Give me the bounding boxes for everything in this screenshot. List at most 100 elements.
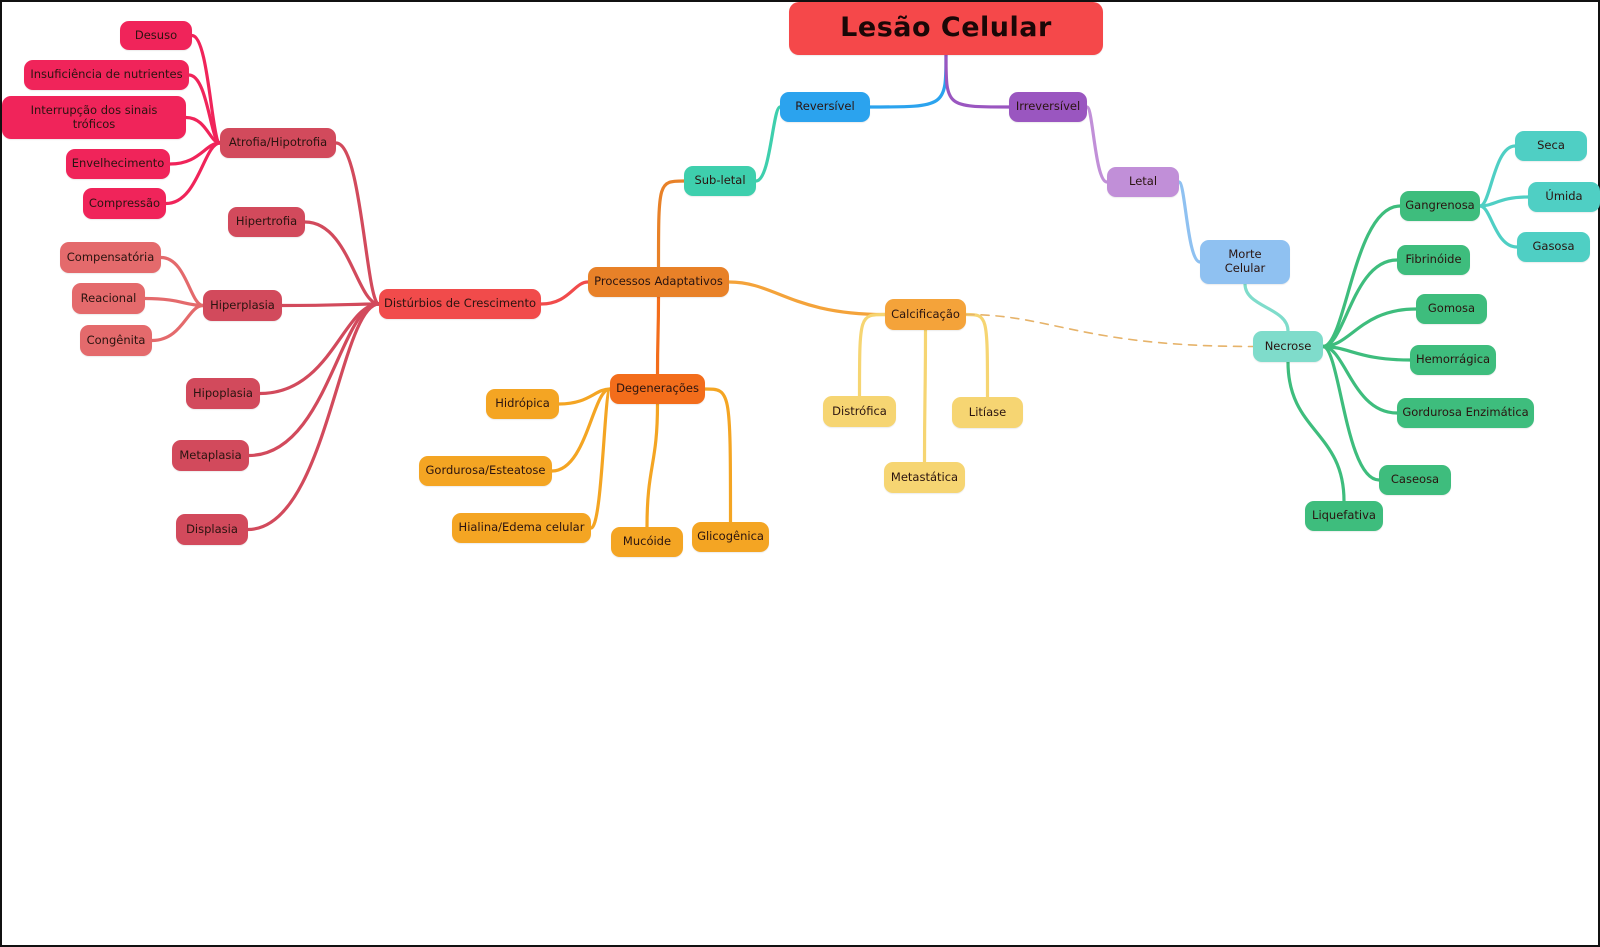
node-atrofia[interactable]: Atrofia/Hipotrofia	[220, 128, 336, 158]
edge-reversivel-subletal	[754, 105, 782, 183]
node-disturbios[interactable]: Distúrbios de Crescimento	[379, 289, 541, 319]
edge-necrose-fibrinoide	[1321, 258, 1399, 349]
node-label: Compressão	[88, 195, 161, 210]
edge-necrose-caseosa	[1321, 344, 1381, 482]
node-compensatoria[interactable]: Compensatória	[60, 242, 161, 273]
edge-processos-calcificacao	[727, 280, 887, 317]
node-hidropica[interactable]: Hidrópica	[486, 389, 559, 419]
node-subletal[interactable]: Sub-letal	[684, 166, 756, 196]
node-label: Displasia	[186, 521, 238, 536]
node-reversivel[interactable]: Reversível	[780, 92, 870, 122]
node-label: Gomosa	[1427, 301, 1476, 316]
node-root[interactable]: Lesão Celular	[789, 2, 1103, 55]
node-gasosa[interactable]: Gasosa	[1517, 232, 1590, 262]
node-label: Congênita	[86, 332, 146, 347]
node-label: Distrófica	[832, 403, 887, 418]
node-label: Metastática	[890, 469, 959, 484]
node-label: Calcificação	[891, 306, 960, 321]
node-glicogenica[interactable]: Glicogênica	[692, 522, 769, 552]
edge-disturbios-hiperplasia	[280, 302, 381, 308]
edge-necrose-liquefativa	[1286, 360, 1346, 503]
node-processos[interactable]: Processos Adaptativos	[588, 267, 729, 297]
node-label: Caseosa	[1390, 472, 1440, 487]
edge-subletal-processos	[656, 179, 686, 269]
node-label: Hialina/Edema celular	[458, 520, 585, 535]
node-liquefativa[interactable]: Liquefativa	[1305, 501, 1383, 531]
edge-morte-necrose	[1243, 282, 1290, 333]
edge-root-irreversivel	[944, 53, 1011, 109]
node-gordenz[interactable]: Gordurosa Enzimática	[1397, 398, 1534, 428]
edge-disturbios-atrofia	[334, 141, 381, 306]
node-seca[interactable]: Seca	[1515, 131, 1587, 161]
node-label: Atrofia/Hipotrofia	[228, 135, 328, 150]
node-interrupcao[interactable]: Interrupção dos sinais tróficos	[2, 96, 186, 139]
node-umida[interactable]: Úmida	[1528, 182, 1600, 212]
node-label: Hipoplasia	[193, 385, 253, 400]
edge-gangrenosa-seca	[1478, 144, 1517, 208]
edge-hiperplasia-congenita	[150, 303, 205, 343]
node-label: Úmida	[1545, 189, 1583, 204]
edge-degeneracoes-hialina	[589, 387, 612, 530]
node-envelhecimento[interactable]: Envelhecimento	[66, 149, 170, 179]
edge-calcificacao-distrofica	[857, 312, 887, 398]
edge-atrofia-compressao	[164, 141, 222, 206]
node-hialina[interactable]: Hialina/Edema celular	[452, 513, 591, 543]
node-label: Desuso	[134, 27, 178, 42]
node-gangrenosa[interactable]: Gangrenosa	[1400, 191, 1480, 221]
node-label: Processos Adaptativos	[594, 274, 723, 289]
node-label: Seca	[1537, 138, 1565, 153]
node-mucoide[interactable]: Mucóide	[611, 527, 683, 557]
node-congenita[interactable]: Congênita	[80, 325, 152, 356]
node-insuficiencia[interactable]: Insuficiência de nutrientes	[24, 60, 189, 90]
node-fibrinoide[interactable]: Fibrinóide	[1397, 245, 1470, 275]
node-metaplasia[interactable]: Metaplasia	[172, 440, 249, 471]
node-morte[interactable]: Morte Celular	[1200, 240, 1290, 284]
node-litiase[interactable]: Litíase	[952, 397, 1023, 428]
node-displasia[interactable]: Displasia	[176, 514, 248, 545]
node-label: Metaplasia	[179, 447, 242, 462]
node-label: Distúrbios de Crescimento	[384, 296, 536, 311]
node-distrofica[interactable]: Distrófica	[823, 396, 896, 427]
edge-necrose-gomosa	[1321, 307, 1418, 349]
node-label: Degenerações	[616, 381, 699, 396]
edge-degeneracoes-glicogenica	[703, 387, 733, 524]
node-label: Mucóide	[622, 534, 672, 549]
node-gordest[interactable]: Gordurosa/Esteatose	[419, 456, 552, 486]
node-irreversivel[interactable]: Irreversível	[1009, 92, 1087, 122]
node-label: Hipertrofia	[235, 214, 298, 229]
node-label: Gasosa	[1532, 239, 1575, 254]
node-letal[interactable]: Letal	[1107, 167, 1179, 197]
node-label: Gordurosa Enzimática	[1402, 405, 1529, 420]
node-gomosa[interactable]: Gomosa	[1416, 294, 1487, 324]
node-metastatica[interactable]: Metastática	[884, 462, 965, 493]
node-desuso[interactable]: Desuso	[120, 21, 192, 50]
node-hiperplasia[interactable]: Hiperplasia	[203, 290, 282, 321]
node-label: Liquefativa	[1312, 508, 1376, 523]
edge-calcificacao-metastatica	[922, 328, 928, 464]
edge-disturbios-hipertrofia	[303, 220, 381, 306]
edge-processos-disturbios	[539, 280, 590, 306]
edge-atrofia-insuficiencia	[187, 73, 222, 145]
edge-disturbios-metaplasia	[247, 302, 381, 458]
edge-necrose-gordenz	[1321, 344, 1399, 415]
node-reacional[interactable]: Reacional	[72, 283, 145, 314]
edge-letal-morte	[1177, 180, 1202, 264]
edge-disturbios-displasia	[246, 302, 381, 532]
node-label: Lesão Celular	[840, 12, 1052, 44]
node-label: Hidrópica	[495, 396, 550, 411]
node-caseosa[interactable]: Caseosa	[1379, 465, 1451, 495]
node-degeneracoes[interactable]: Degenerações	[610, 374, 705, 404]
node-label: Interrupção dos sinais tróficos	[30, 102, 158, 131]
node-label: Gangrenosa	[1405, 198, 1475, 213]
edge-degeneracoes-mucoide	[645, 402, 660, 529]
node-necrose[interactable]: Necrose	[1253, 331, 1323, 362]
node-label: Insuficiência de nutrientes	[30, 67, 183, 82]
node-calcificacao[interactable]: Calcificação	[885, 299, 966, 330]
node-label: Irreversível	[1015, 99, 1081, 114]
node-compressao[interactable]: Compressão	[83, 188, 166, 219]
node-hipoplasia[interactable]: Hipoplasia	[186, 378, 260, 409]
node-label: Fibrinóide	[1405, 252, 1462, 267]
node-hemorragica[interactable]: Hemorrágica	[1410, 345, 1496, 375]
node-hipertrofia[interactable]: Hipertrofia	[228, 207, 305, 237]
node-label: Letal	[1128, 174, 1158, 189]
